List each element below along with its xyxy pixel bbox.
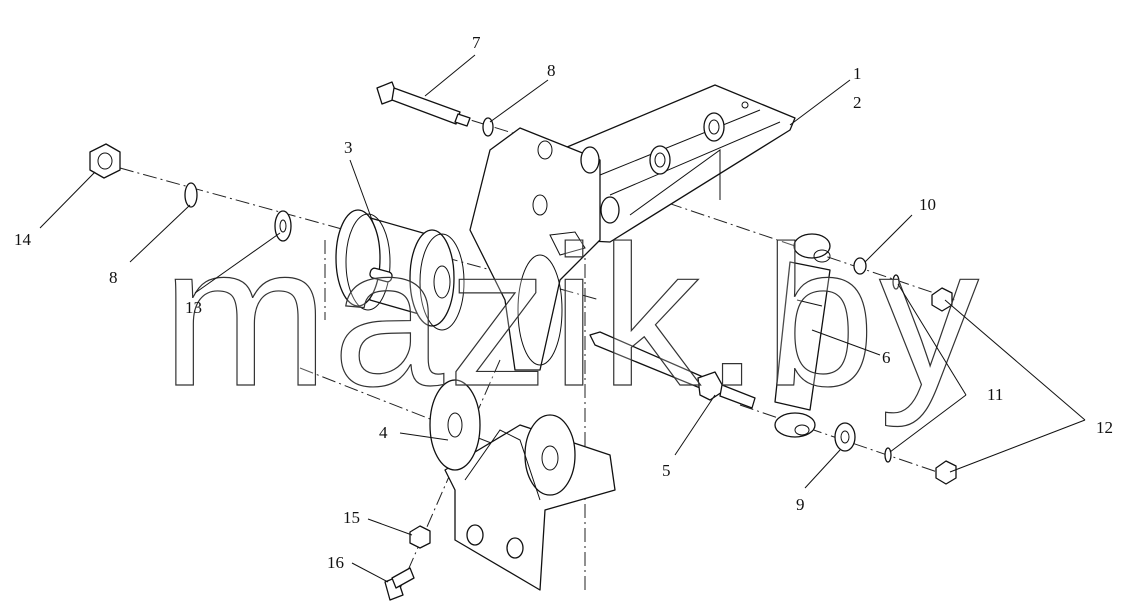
callout-4: 4 (379, 423, 388, 442)
callout-2: 2 (853, 93, 862, 112)
leader-lines (39, 54, 1086, 583)
fasteners (89, 117, 957, 601)
callout-10: 10 (919, 195, 936, 214)
lower-mount-part (429, 379, 616, 591)
callout-9: 9 (796, 495, 805, 514)
callout-12: 12 (1096, 418, 1113, 437)
callout-15: 15 (343, 508, 360, 527)
bolt-part (376, 81, 471, 127)
callout-13: 13 (185, 298, 202, 317)
callout-16: 16 (327, 553, 344, 572)
callout-14: 14 (14, 230, 32, 249)
rubber-bushing-part (335, 209, 465, 331)
callout-11: 11 (987, 385, 1003, 404)
callout-7: 7 (472, 33, 481, 52)
upper-bracket-part (559, 84, 796, 243)
hanger-bracket-part (469, 127, 620, 371)
callout-8-left: 8 (109, 268, 118, 287)
callout-labels: 1 2 3 4 5 6 7 8 8 9 10 11 12 13 14 15 16 (14, 33, 1113, 572)
callout-3: 3 (344, 138, 353, 157)
pin-part (589, 331, 756, 409)
watermark-text: mazik.by (162, 205, 983, 428)
callout-6: 6 (882, 348, 891, 367)
callout-1: 1 (853, 64, 862, 83)
callout-8-upper: 8 (547, 61, 556, 80)
callout-5: 5 (662, 461, 671, 480)
shock-absorber-part (774, 233, 831, 438)
